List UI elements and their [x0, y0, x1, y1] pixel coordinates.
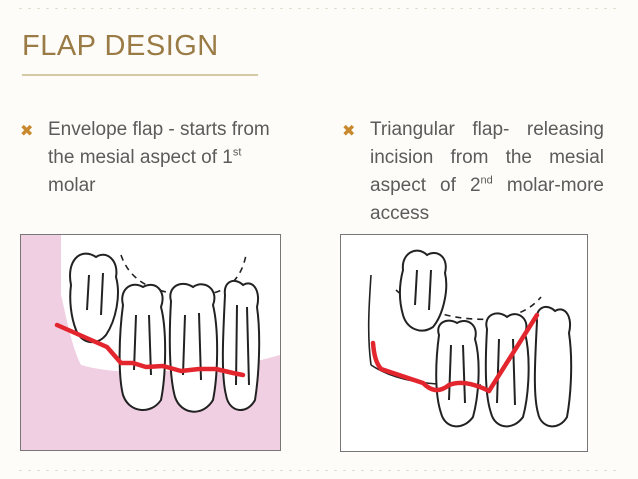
molar-triangular-flap-diagram	[341, 235, 587, 451]
left-text-tail: molar	[48, 175, 96, 196]
envelope-flap-figure	[20, 234, 281, 451]
x-bullet-icon: ✖	[342, 123, 356, 140]
right-text-sup: nd	[480, 174, 493, 187]
right-bullet-text: Triangular flap- releasing incision from…	[370, 116, 604, 228]
right-bullet-block: ✖ Triangular flap- releasing incision fr…	[342, 116, 604, 228]
slide-title: FLAP DESIGN	[22, 30, 219, 62]
x-bullet-icon: ✖	[20, 123, 34, 140]
left-bullet-text: Envelope flap - starts from the mesial a…	[48, 116, 282, 200]
left-text-main: Envelope flap - starts from the mesial a…	[48, 119, 270, 168]
left-bullet-block: ✖ Envelope flap - starts from the mesial…	[20, 116, 282, 200]
left-text-sup: st	[232, 146, 242, 159]
top-decoration	[16, 6, 622, 11]
title-underline	[22, 74, 258, 76]
bottom-decoration	[16, 468, 622, 473]
right-text-tail: molar-more access	[370, 175, 604, 224]
molar-envelope-flap-diagram	[21, 235, 280, 450]
right-text-main: Triangular flap- releasing incision from…	[370, 119, 604, 196]
triangular-flap-figure	[340, 234, 588, 452]
